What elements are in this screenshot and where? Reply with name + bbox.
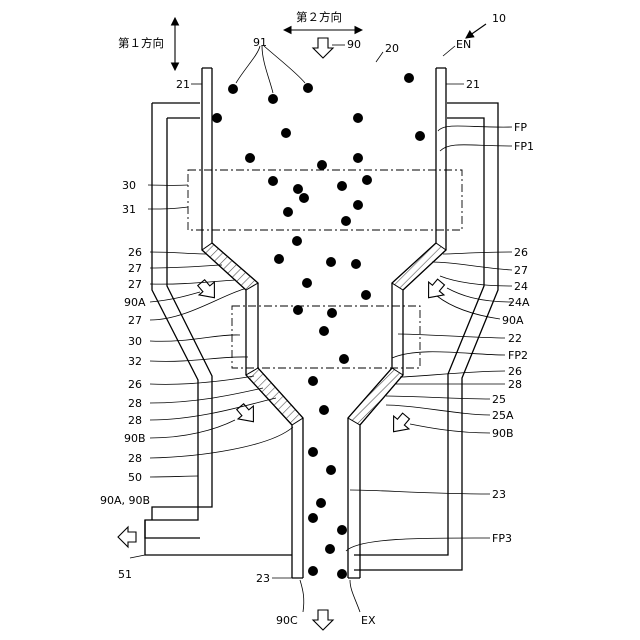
label-fp2: FP2	[508, 349, 528, 362]
particle	[319, 326, 329, 336]
label-outlet-flow: 90A, 90B	[100, 494, 150, 507]
particle	[325, 544, 335, 554]
label-28-left-a: 28	[128, 397, 142, 410]
label-20: 20	[385, 42, 399, 55]
label-fp3: FP3	[492, 532, 512, 545]
particle	[293, 184, 303, 194]
label-23-right: 23	[492, 488, 506, 501]
label-24a: 24A	[508, 296, 530, 309]
particle	[326, 465, 336, 475]
label-23-bottom: 23	[256, 572, 270, 585]
label-90a-left: 90A	[124, 296, 146, 309]
label-28-right: 28	[508, 378, 522, 391]
label-28-left-c: 28	[128, 452, 142, 465]
hollow-block-arrow-icon	[233, 400, 261, 428]
region-31	[188, 170, 462, 230]
particle	[341, 216, 351, 226]
particle	[339, 354, 349, 364]
particle	[303, 83, 313, 93]
label-32: 32	[128, 355, 142, 368]
label-31: 31	[122, 203, 136, 216]
label-26-left-top: 26	[128, 246, 142, 259]
label-fig-ref: 10	[492, 12, 506, 25]
ref-arrow-icon	[466, 24, 486, 38]
particle	[351, 259, 361, 269]
particle	[268, 176, 278, 186]
particle	[319, 405, 329, 415]
particle	[353, 113, 363, 123]
particle	[316, 498, 326, 508]
particle	[212, 113, 222, 123]
particle	[337, 525, 347, 535]
particle	[317, 160, 327, 170]
label-27-right: 27	[514, 264, 528, 277]
particle	[337, 569, 347, 579]
label-51: 51	[118, 568, 132, 581]
particle	[308, 513, 318, 523]
particle	[245, 153, 255, 163]
label-26-right-top: 26	[514, 246, 528, 259]
particles-91	[212, 73, 425, 579]
label-90b-left: 90B	[124, 432, 146, 445]
label-26-right-mid: 26	[508, 365, 522, 378]
label-90c: 90C	[276, 614, 298, 627]
particle	[327, 308, 337, 318]
particle	[361, 290, 371, 300]
filter-24-left	[202, 243, 258, 290]
label-24: 24	[514, 280, 528, 293]
particle	[274, 254, 284, 264]
label-21-right: 21	[466, 78, 480, 91]
hollow-block-arrow-icon	[313, 610, 333, 630]
direction-arrows	[175, 18, 486, 70]
label-26-left-mid: 26	[128, 378, 142, 391]
particle	[337, 181, 347, 191]
particle	[362, 175, 372, 185]
label-ex: EX	[361, 614, 376, 627]
particle	[299, 193, 309, 203]
label-30-top: 30	[122, 179, 136, 192]
particle	[415, 131, 425, 141]
label-fp1: FP1	[514, 140, 534, 153]
label-90: 90	[347, 38, 361, 51]
particle	[404, 73, 414, 83]
hollow-block-arrow-icon	[386, 410, 414, 438]
label-direction-2: 第２方向	[296, 10, 342, 24]
particle	[283, 207, 293, 217]
label-27-left-b: 27	[128, 278, 142, 291]
label-27-left-c: 27	[128, 314, 142, 327]
particle	[308, 447, 318, 457]
label-27-left-a: 27	[128, 262, 142, 275]
particle	[353, 153, 363, 163]
label-30-mid: 30	[128, 335, 142, 348]
label-25: 25	[492, 393, 506, 406]
particle	[302, 278, 312, 288]
label-fp: FP	[514, 121, 527, 134]
label-22: 22	[508, 332, 522, 345]
particle	[293, 305, 303, 315]
hollow-block-arrow-icon	[313, 38, 333, 58]
label-25a: 25A	[492, 409, 514, 422]
label-91: 91	[253, 36, 267, 49]
label-direction-1: 第１方向	[118, 36, 164, 50]
label-en: EN	[456, 38, 471, 51]
particle	[353, 200, 363, 210]
particle	[308, 566, 318, 576]
label-21-left: 21	[176, 78, 190, 91]
particle	[326, 257, 336, 267]
particle	[281, 128, 291, 138]
label-90b-right: 90B	[492, 427, 514, 440]
label-90a-right: 90A	[502, 314, 524, 327]
label-28-left-b: 28	[128, 414, 142, 427]
particle	[308, 376, 318, 386]
hollow-block-arrow-icon	[421, 276, 449, 304]
particle	[292, 236, 302, 246]
filter-25-left	[246, 368, 303, 425]
label-50: 50	[128, 471, 142, 484]
hollow-block-arrow-icon	[118, 527, 136, 547]
particle	[268, 94, 278, 104]
particle	[228, 84, 238, 94]
